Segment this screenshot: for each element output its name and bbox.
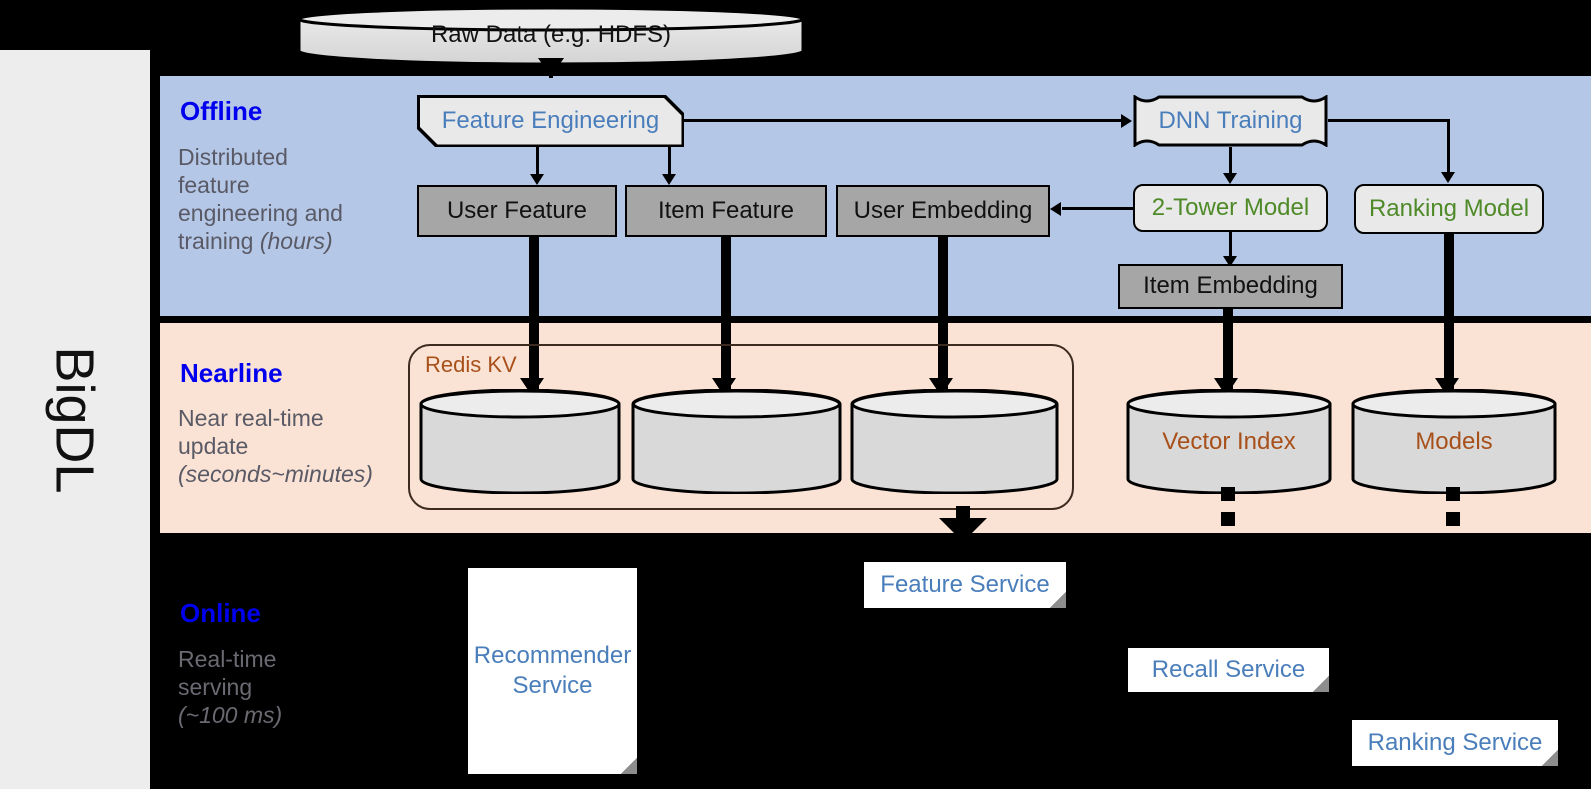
connector-vector-index-stub-1: [1221, 487, 1235, 501]
offline-title: Offline: [180, 96, 263, 126]
redis-kv-label: Redis KV: [425, 352, 517, 377]
edge-dnn-to-twotower-arrow: [1223, 173, 1237, 184]
offline-desc-latency: (hours): [259, 228, 333, 255]
nearline-desc-line-1: Near real-time: [178, 405, 324, 431]
two-tower-model-node[interactable]: 2-Tower Model: [1133, 184, 1328, 232]
bigdl-rail: BigDL: [0, 50, 150, 789]
user-embedding-label: User Embedding: [853, 196, 1033, 224]
item-feature-label: Item Feature: [657, 196, 795, 224]
edge-twotower-to-itemembedding: [1229, 232, 1232, 260]
edge-dnn-to-ranking-arrow: [1441, 172, 1455, 183]
models-label: Models: [1415, 427, 1493, 455]
nearline-desc-line-2: update: [178, 433, 249, 460]
kv-cylinder-2-shape: [631, 389, 842, 494]
bigdl-label-text: BigDL: [44, 345, 105, 494]
edge-fe-to-dnn-arrow: [1121, 114, 1132, 128]
pipe-user-feature: [529, 237, 539, 390]
offline-desc-line-4: training: [178, 228, 260, 255]
kv-store-user-feature[interactable]: [418, 389, 622, 494]
two-tower-model-label: 2-Tower Model: [1151, 193, 1310, 221]
models-cylinder-shape: [1351, 389, 1557, 494]
edge-fe-to-user-feature-arrow: [530, 174, 544, 185]
offline-desc-line-3: engineering and: [178, 200, 343, 227]
connector-models-stub-2: [1446, 512, 1460, 526]
edge-fe-to-dnn: [684, 119, 1122, 122]
raw-data-label: Raw Data (e.g. HDFS): [430, 21, 672, 48]
offline-desc-line-2: feature: [178, 172, 250, 199]
nearline-desc-latency: (seconds~minutes): [178, 461, 373, 488]
edge-rawdata-to-fe-arrow: [538, 58, 564, 77]
nearline-description: Near real-time update (seconds~minutes): [178, 404, 418, 488]
raw-data-store[interactable]: Raw Data (e.g. HDFS): [296, 6, 806, 64]
pipe-user-embedding: [938, 237, 948, 390]
edge-twotower-to-userembedding: [1062, 207, 1135, 210]
recommender-service-label: Recommender Service: [468, 568, 637, 774]
connector-vector-index-stub-2: [1221, 512, 1235, 526]
kv-cylinder-3-shape: [850, 389, 1059, 494]
item-feature-node[interactable]: Item Feature: [625, 185, 827, 237]
kv-cylinder-1-shape: [419, 389, 621, 494]
models-store[interactable]: Models: [1350, 389, 1558, 494]
recall-service-node[interactable]: Recall Service: [1128, 648, 1329, 692]
connector-feature-service-stub: [956, 506, 970, 520]
feature-engineering-label: Feature Engineering: [441, 106, 660, 134]
dnn-training-node[interactable]: DNN Training: [1133, 95, 1328, 147]
ranking-service-node[interactable]: Ranking Service: [1352, 720, 1558, 766]
feature-engineering-node[interactable]: Feature Engineering: [417, 95, 684, 147]
online-description: Real-time serving (~100 ms): [178, 645, 408, 729]
edge-twotower-to-itemembedding-arrow: [1223, 256, 1237, 267]
vector-index-store[interactable]: Vector Index: [1125, 389, 1333, 494]
user-feature-node[interactable]: User Feature: [417, 185, 617, 237]
recall-service-label: Recall Service: [1151, 656, 1306, 683]
kv-store-user-embedding[interactable]: [849, 389, 1060, 494]
edge-redis-to-feature-service-arrow: [939, 518, 987, 542]
pipe-ranking-model: [1444, 234, 1454, 391]
item-embedding-node[interactable]: Item Embedding: [1118, 264, 1343, 309]
online-desc-line-1: Real-time: [178, 646, 277, 672]
dnn-training-label: DNN Training: [1158, 107, 1303, 134]
edge-fe-to-item-feature-arrow: [662, 174, 676, 185]
online-title: Online: [180, 598, 261, 628]
pipe-item-feature: [721, 237, 731, 390]
edge-twotower-to-userembedding-arrow: [1050, 202, 1061, 216]
feature-service-node[interactable]: Feature Service: [864, 562, 1066, 608]
nearline-title: Nearline: [180, 358, 283, 388]
user-embedding-node[interactable]: User Embedding: [836, 185, 1050, 237]
online-desc-latency: (~100 ms): [178, 702, 283, 729]
vector-index-cylinder-shape: [1126, 389, 1332, 494]
feature-service-label: Feature Service: [880, 571, 1050, 598]
recommender-service-label-line2: Service: [512, 672, 593, 699]
online-desc-line-2: serving: [178, 674, 253, 701]
pipe-item-embedding: [1223, 309, 1233, 391]
user-feature-label: User Feature: [446, 196, 588, 224]
recommender-service-node[interactable]: Recommender Service: [468, 568, 637, 774]
edge-fe-to-item-feature: [668, 147, 671, 177]
offline-desc-line-1: Distributed: [178, 144, 288, 170]
ranking-model-label: Ranking Model: [1368, 194, 1530, 222]
recommender-service-label-line1: Recommender: [473, 642, 632, 669]
ranking-model-node[interactable]: Ranking Model: [1354, 184, 1544, 234]
edge-dnn-to-ranking-h: [1328, 119, 1450, 122]
bigdl-rail-label: BigDL: [0, 50, 150, 789]
raw-data-cylinder-shape: [297, 6, 805, 64]
item-embedding-label: Item Embedding: [1143, 272, 1318, 300]
offline-description: Distributed feature engineering and trai…: [178, 143, 408, 255]
edge-fe-to-user-feature: [536, 147, 539, 177]
dnn-training-shape: [1133, 95, 1328, 147]
edge-dnn-to-twotower: [1229, 147, 1232, 177]
redis-kv-container[interactable]: [408, 344, 1074, 510]
connector-models-stub-1: [1446, 487, 1460, 501]
vector-index-label: Vector Index: [1162, 427, 1296, 455]
kv-store-item-feature[interactable]: [630, 389, 843, 494]
ranking-service-label: Ranking Service: [1367, 729, 1543, 756]
edge-dnn-to-ranking-v: [1447, 119, 1450, 175]
